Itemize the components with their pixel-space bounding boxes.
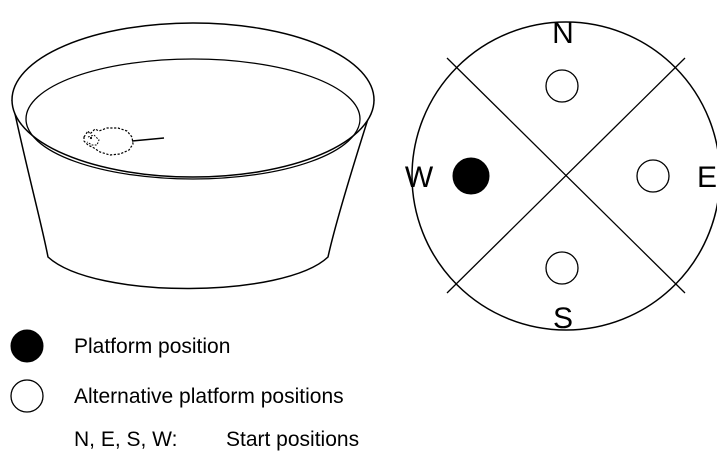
label-west: W bbox=[405, 161, 434, 194]
mouse-eye bbox=[89, 136, 93, 140]
mouse-head-detail bbox=[86, 134, 100, 146]
label-north: N bbox=[552, 17, 574, 50]
legend-start-label: Start positions bbox=[226, 428, 359, 451]
alternative-platform-east bbox=[636, 159, 670, 193]
label-east: E bbox=[697, 161, 717, 194]
legend: Platform position Alternative platform p… bbox=[10, 329, 359, 451]
water-tank bbox=[11, 22, 375, 290]
legend-alternative-icon bbox=[10, 379, 44, 413]
label-south: S bbox=[553, 302, 573, 335]
legend-platform-label: Platform position bbox=[74, 335, 230, 358]
pool-top-view: N E S W bbox=[405, 17, 717, 335]
legend-platform-icon bbox=[10, 329, 44, 363]
tank-rim bbox=[11, 22, 375, 178]
water-surface bbox=[25, 58, 361, 180]
platform-west bbox=[452, 157, 490, 195]
quadrant-divider-ne-sw bbox=[446, 57, 686, 294]
alternative-platform-south bbox=[545, 251, 579, 285]
mouse-tail bbox=[131, 137, 165, 142]
mouse-icon bbox=[83, 127, 165, 156]
alternative-platform-north bbox=[545, 69, 579, 103]
legend-alternative-label: Alternative platform positions bbox=[74, 385, 344, 408]
legend-start-key: N, E, S, W: bbox=[74, 428, 177, 451]
